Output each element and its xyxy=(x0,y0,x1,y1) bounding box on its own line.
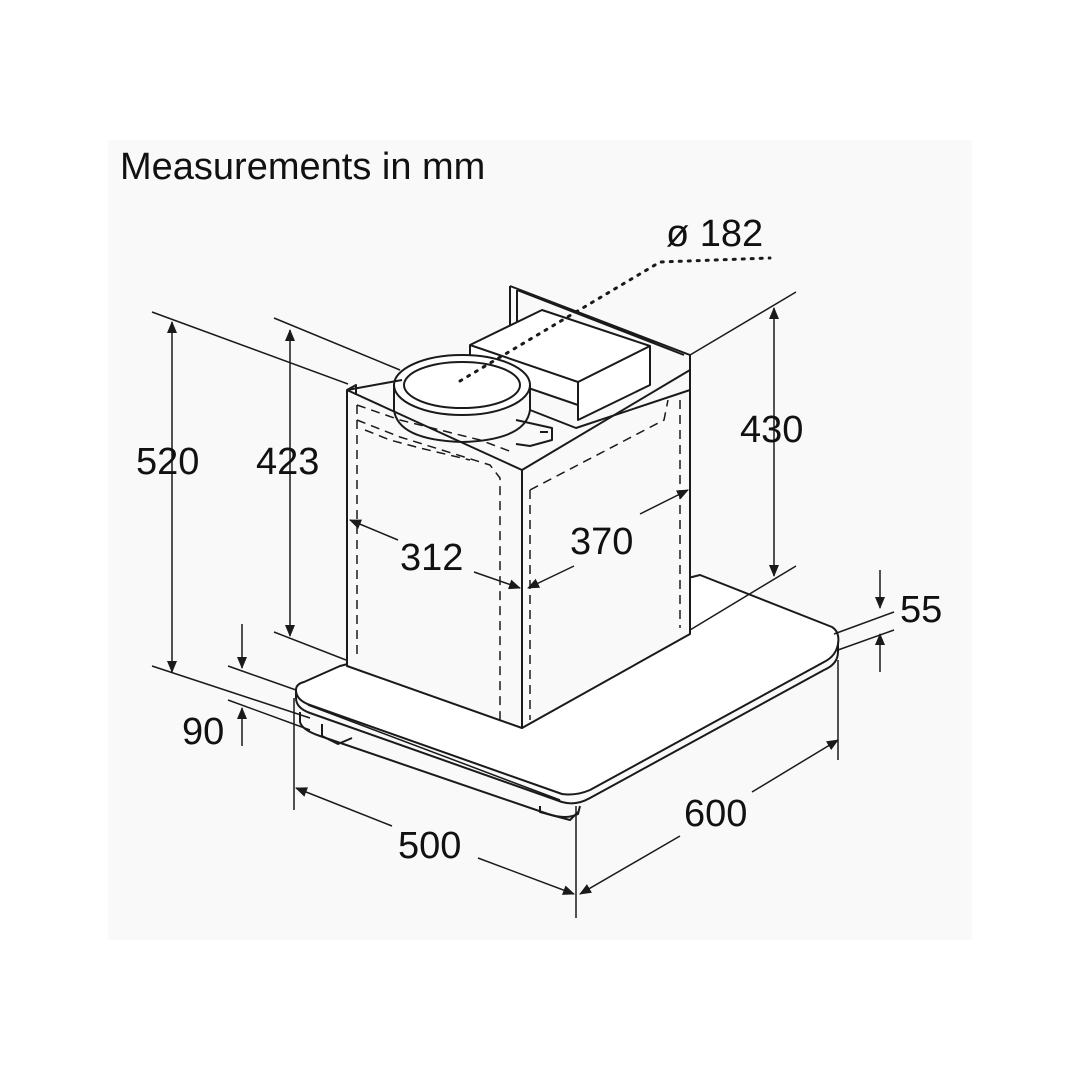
bottom-bracket xyxy=(321,724,353,745)
duct-diameter-leader xyxy=(458,256,772,383)
dim-500-line-b xyxy=(477,857,575,895)
canopy-lip xyxy=(307,704,561,801)
canopy-thickness-label: 55 xyxy=(900,589,942,631)
bottom-strip xyxy=(539,806,579,821)
duct-diameter-label: ø 182 xyxy=(666,213,763,255)
total-height-label: 520 xyxy=(136,441,199,483)
canopy-underside xyxy=(299,712,581,818)
dim-600-line-b xyxy=(751,739,839,793)
chimney-depth-label: 370 xyxy=(570,521,633,563)
dim-312-line-a xyxy=(349,519,399,541)
chimney-height-label: 423 xyxy=(256,441,319,483)
hidden-lines xyxy=(356,399,681,720)
dim-600-line-a xyxy=(579,835,681,895)
dim-370-line-a xyxy=(527,565,575,589)
depth-label: 500 xyxy=(398,825,461,867)
chimney-front-right xyxy=(521,369,691,729)
width-label: 600 xyxy=(684,793,747,835)
hood-outline xyxy=(295,285,840,821)
chimney-width-label: 312 xyxy=(400,537,463,579)
upper-height-label: 430 xyxy=(740,409,803,451)
dim-500-line-a xyxy=(295,787,393,827)
duct-collar-top xyxy=(393,354,531,416)
canopy-edge xyxy=(295,644,839,805)
page-title: Measurements in mm xyxy=(120,146,486,188)
dimension-arrows xyxy=(167,307,885,895)
bottom-offset-label: 90 xyxy=(182,711,224,753)
dim-312-line-b xyxy=(473,571,521,590)
dim-370-line-b xyxy=(639,489,689,515)
